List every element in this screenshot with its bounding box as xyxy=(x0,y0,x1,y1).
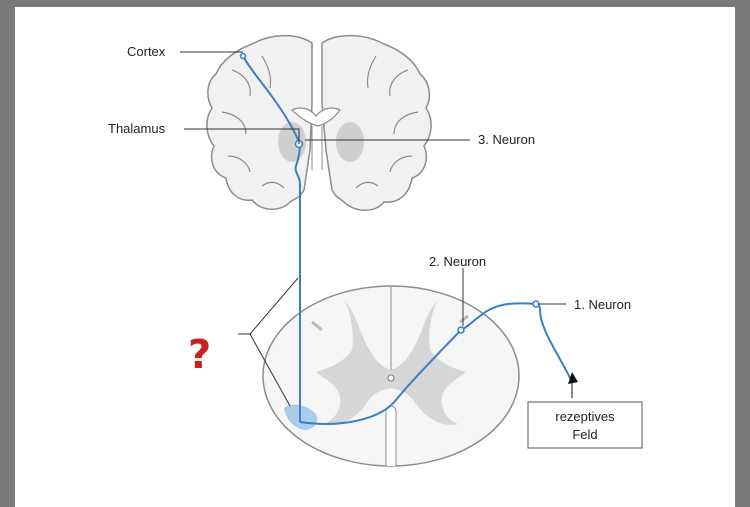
label-neuron-1: 1. Neuron xyxy=(574,297,631,312)
label-neuron-3: 3. Neuron xyxy=(478,132,535,147)
spinal-cord-section xyxy=(263,286,519,466)
cortex-terminal xyxy=(241,54,246,59)
label-receptive-field-line2: Feld xyxy=(572,427,597,442)
left-hemisphere xyxy=(207,36,312,210)
label-thalamus: Thalamus xyxy=(108,121,166,136)
right-hemisphere xyxy=(322,36,431,211)
question-mark: ? xyxy=(188,332,211,378)
neuron-2-body xyxy=(458,327,464,333)
label-receptive-field-line1: rezeptives xyxy=(555,409,615,424)
right-thalamus xyxy=(336,122,364,162)
label-cortex: Cortex xyxy=(127,44,166,59)
brain-section xyxy=(207,36,431,211)
label-neuron-2: 2. Neuron xyxy=(429,254,486,269)
diagram-canvas: Cortex Thalamus 3. Neuron 2. Neuron 1. N… xyxy=(15,7,735,507)
